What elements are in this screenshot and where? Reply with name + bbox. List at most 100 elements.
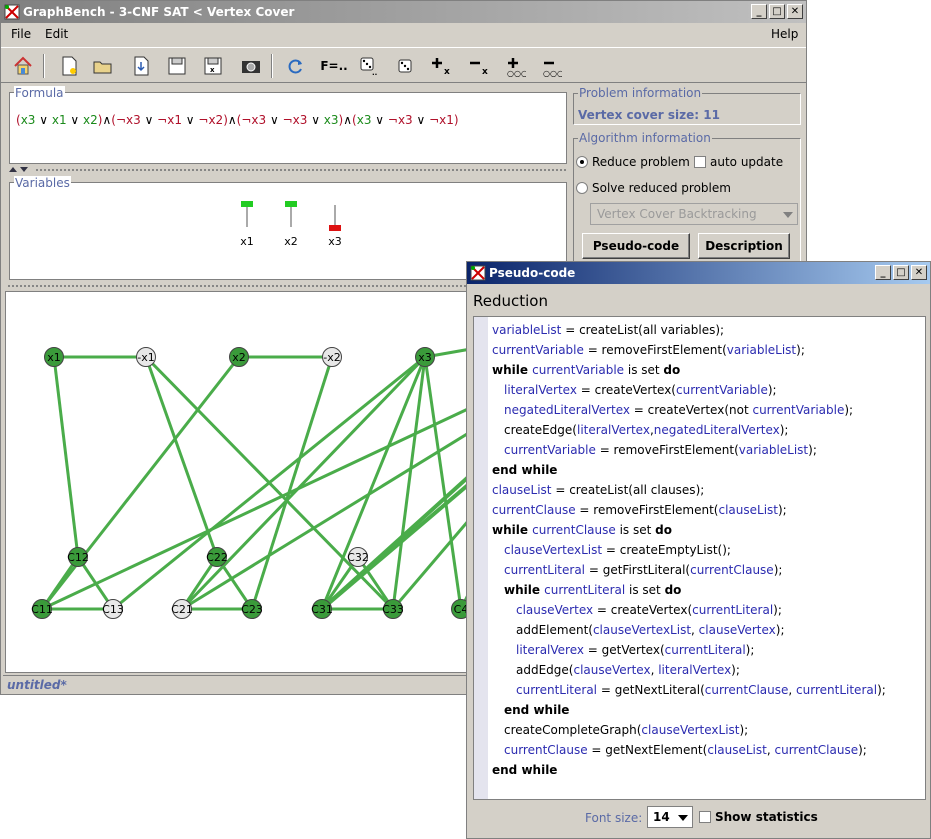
- new-graph-icon[interactable]: [55, 52, 83, 80]
- random-formula-icon[interactable]: ..: [355, 52, 383, 80]
- node-circle[interactable]: [383, 599, 403, 619]
- graph-edge[interactable]: [144, 356, 219, 558]
- graph-node-C12[interactable]: C12: [67, 547, 89, 567]
- save-as-icon[interactable]: x: [199, 52, 227, 80]
- remove-clause-icon[interactable]: ○○○: [537, 52, 565, 80]
- algorithm-info-group: Algorithm information Reduce problem aut…: [573, 131, 801, 266]
- add-variable-icon[interactable]: x: [427, 52, 455, 80]
- home-icon[interactable]: [9, 52, 37, 80]
- save-icon[interactable]: [163, 52, 191, 80]
- graph-edge[interactable]: [423, 356, 463, 610]
- code-line: clauseVertex = createVertex(currentLiter…: [516, 603, 782, 617]
- close-icon[interactable]: ✕: [911, 265, 927, 280]
- chevron-down-icon: [783, 212, 793, 218]
- pseudo-code-button[interactable]: Pseudo-code: [582, 233, 690, 259]
- or-operator: ∨: [181, 113, 199, 127]
- graph-edge[interactable]: [52, 356, 80, 558]
- pseudo-code-titlebar[interactable]: Pseudo-code _ □ ✕: [467, 262, 930, 284]
- graph-edge[interactable]: [391, 356, 427, 610]
- menu-help[interactable]: Help: [771, 27, 799, 41]
- node-circle[interactable]: [44, 347, 64, 367]
- splitter-top[interactable]: [5, 166, 567, 174]
- open-folder-icon[interactable]: [89, 52, 117, 80]
- node-circle[interactable]: [415, 347, 435, 367]
- node-circle[interactable]: [68, 547, 88, 567]
- variable-slider-x3[interactable]: x3: [320, 199, 350, 249]
- refresh-icon[interactable]: [281, 52, 309, 80]
- graph-node-C13[interactable]: C13: [102, 599, 124, 619]
- graph-node--x2[interactable]: -x2: [322, 347, 342, 367]
- description-button[interactable]: Description: [698, 233, 790, 259]
- graph-node-C21[interactable]: C21: [171, 599, 193, 619]
- graph-edge[interactable]: [40, 556, 80, 610]
- add-clause-icon[interactable]: ○○○: [501, 52, 529, 80]
- node-circle[interactable]: [322, 347, 342, 367]
- graph-node-C11[interactable]: C11: [31, 599, 53, 619]
- graph-edge[interactable]: [320, 356, 427, 610]
- graph-edge[interactable]: [40, 356, 241, 610]
- graph-edge[interactable]: [250, 356, 334, 610]
- graph-node-C31[interactable]: C31: [311, 599, 333, 619]
- graph-edge[interactable]: [320, 556, 360, 610]
- minimize-icon[interactable]: _: [751, 4, 767, 19]
- graph-node-C23[interactable]: C23: [241, 599, 263, 619]
- splitter-bottom[interactable]: [5, 282, 567, 290]
- font-size-select[interactable]: 14: [647, 806, 693, 828]
- graph-edge[interactable]: [112, 355, 426, 611]
- node-circle[interactable]: [172, 599, 192, 619]
- dice-icon[interactable]: [391, 52, 419, 80]
- node-circle[interactable]: [242, 599, 262, 619]
- graph-node-C22[interactable]: C22: [206, 547, 228, 567]
- node-circle[interactable]: [103, 599, 123, 619]
- font-size-label: Font size:: [585, 811, 643, 825]
- node-circle[interactable]: [136, 347, 156, 367]
- minimize-icon[interactable]: _: [875, 265, 891, 280]
- graph-edge[interactable]: [356, 556, 395, 610]
- graph-node-x2[interactable]: x2: [229, 347, 249, 367]
- reduce-problem-radio[interactable]: Reduce problem: [576, 155, 690, 169]
- node-circle[interactable]: [348, 547, 368, 567]
- main-titlebar[interactable]: GraphBench - 3-CNF SAT < Vertex Cover _ …: [1, 1, 806, 23]
- graph-node-C32[interactable]: C32: [347, 547, 369, 567]
- solver-select[interactable]: Vertex Cover Backtracking: [590, 203, 798, 225]
- code-line: currentLiteral = getFirstLiteral(current…: [504, 563, 783, 577]
- close-icon[interactable]: ✕: [787, 4, 803, 19]
- camera-icon[interactable]: [237, 52, 265, 80]
- maximize-icon[interactable]: □: [769, 4, 785, 19]
- variable-slider-x2[interactable]: x2: [276, 199, 306, 249]
- pseudo-code-title: Pseudo-code: [489, 266, 576, 280]
- remove-variable-icon[interactable]: x: [465, 52, 493, 80]
- menu-file[interactable]: File: [11, 27, 32, 41]
- graph-edge[interactable]: [215, 556, 254, 610]
- variable-slider-x1[interactable]: x1: [232, 199, 262, 249]
- graph-node-C4[interactable]: C4: [451, 599, 471, 619]
- show-statistics-checkbox[interactable]: Show statistics: [699, 810, 818, 824]
- splitter-arrows-icon[interactable]: [7, 166, 31, 174]
- node-circle[interactable]: [207, 547, 227, 567]
- code-area[interactable]: variableList = createList(all variables)…: [473, 316, 926, 800]
- node-label: C32: [347, 551, 369, 564]
- graph-edge[interactable]: [180, 556, 219, 610]
- formula-literal: ¬x3: [115, 113, 141, 127]
- graph-node--x1[interactable]: -x1: [136, 347, 156, 367]
- node-circle[interactable]: [32, 599, 52, 619]
- svg-text:x: x: [210, 66, 215, 74]
- graph-node-x1[interactable]: x1: [44, 347, 64, 367]
- solve-reduced-radio[interactable]: Solve reduced problem: [576, 181, 731, 195]
- formula-text[interactable]: (x3 ∨ x1 ∨ x2)∧(¬x3 ∨ ¬x1 ∨ ¬x2)∧(¬x3 ∨ …: [16, 113, 459, 127]
- app-icon: [470, 265, 486, 281]
- paren: (: [16, 113, 21, 127]
- node-circle[interactable]: [229, 347, 249, 367]
- slider-knob[interactable]: [329, 225, 341, 231]
- graph-node-x3[interactable]: x3: [415, 347, 435, 367]
- graph-node-C33[interactable]: C33: [382, 599, 404, 619]
- import-icon[interactable]: [127, 52, 155, 80]
- slider-knob[interactable]: [285, 201, 297, 207]
- chevron-down-icon: [678, 815, 688, 821]
- auto-update-checkbox[interactable]: auto update: [694, 155, 783, 169]
- maximize-icon[interactable]: □: [893, 265, 909, 280]
- menu-edit[interactable]: Edit: [45, 27, 69, 41]
- formula-button[interactable]: F=..: [320, 59, 348, 73]
- slider-knob[interactable]: [241, 201, 253, 207]
- node-circle[interactable]: [312, 599, 332, 619]
